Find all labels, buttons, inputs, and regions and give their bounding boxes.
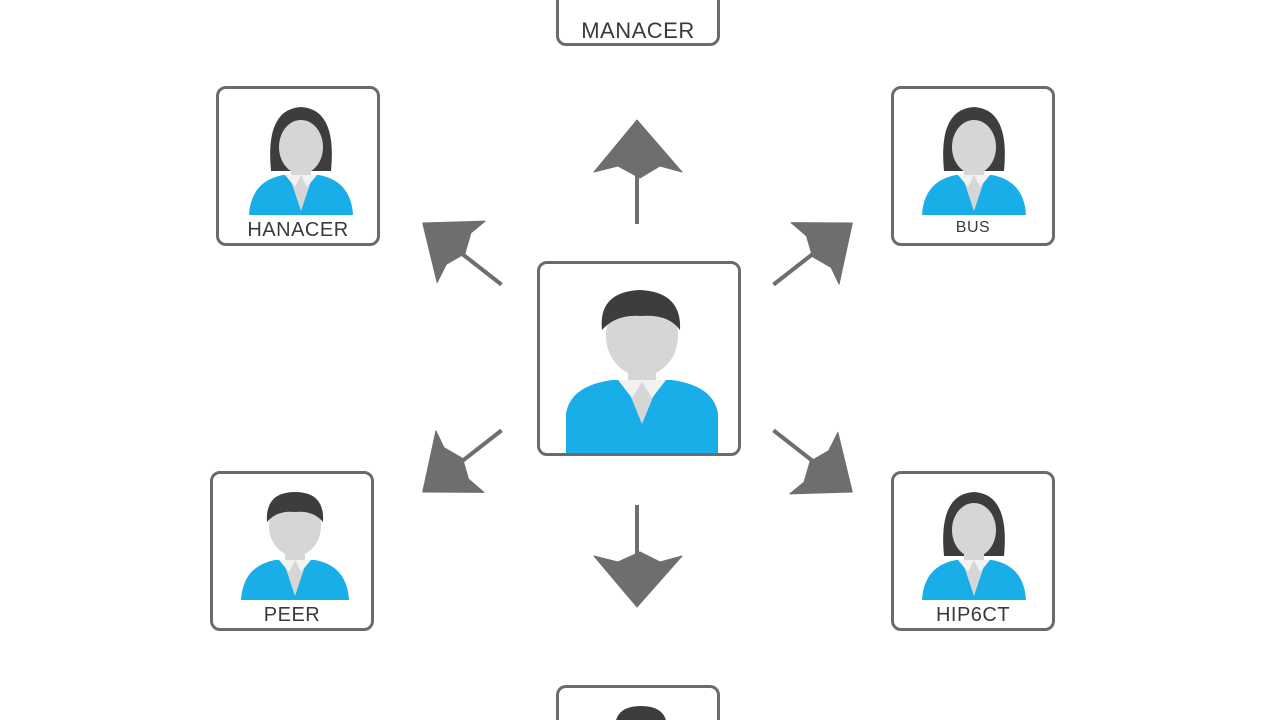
person-icon <box>616 706 666 720</box>
female-person-icon <box>922 107 1026 215</box>
male-person-icon <box>566 290 718 453</box>
node-top-right-label: BUS <box>955 219 991 236</box>
node-bottom-right: HIP6CT <box>891 471 1055 631</box>
node-bottom <box>556 685 720 720</box>
node-bottom-right-label: HIP6CT <box>935 604 1011 626</box>
arrow-down <box>593 505 683 608</box>
node-bottom-left-label: PEER <box>263 604 321 626</box>
node-top-label: MANACER <box>581 18 695 43</box>
node-top-right: BUS <box>891 86 1055 246</box>
female-person-icon <box>249 107 353 215</box>
female-person-icon <box>922 492 1026 600</box>
arrow-down-left <box>422 428 503 493</box>
arrow-up <box>593 119 683 224</box>
node-bottom-left: PEER <box>210 471 374 631</box>
arrow-down-right <box>772 428 853 495</box>
node-top: MANACER <box>556 0 720 46</box>
node-top-left: HANACER <box>216 86 380 246</box>
node-top-left-label: HANACER <box>247 219 349 241</box>
male-person-icon <box>241 492 349 600</box>
node-center <box>537 261 741 456</box>
arrow-up-left <box>422 220 503 287</box>
arrow-up-right <box>772 222 853 287</box>
